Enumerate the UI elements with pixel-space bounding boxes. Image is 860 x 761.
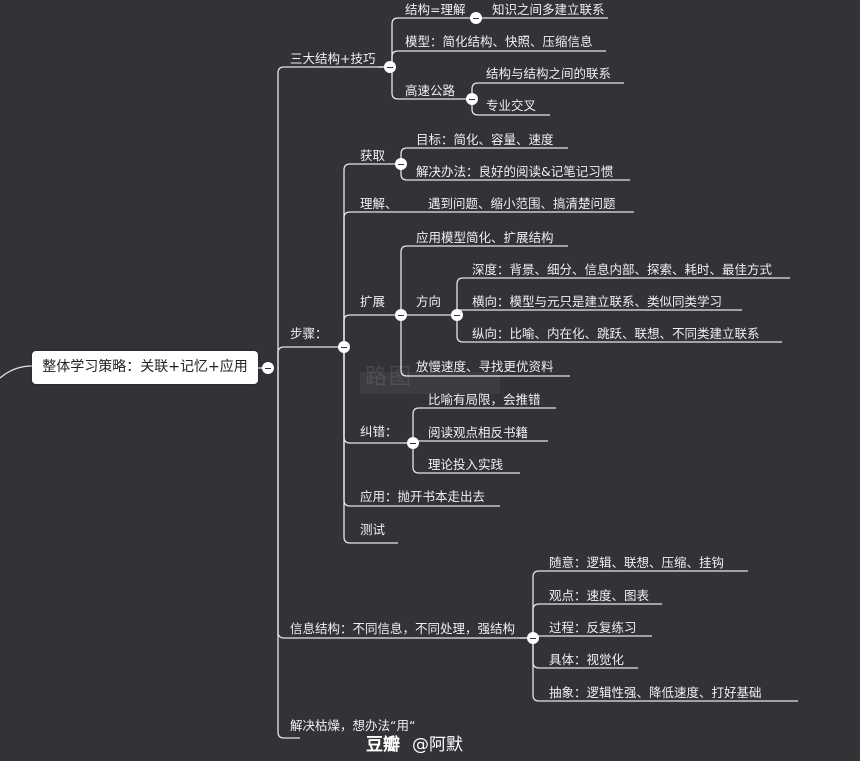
node-highway-child-1[interactable]: 结构与结构之间的联系 <box>486 66 612 81</box>
connector-7 <box>391 17 476 67</box>
collapse-toggle-structure[interactable] <box>470 12 482 24</box>
node-steps[interactable]: 步骤： <box>290 326 328 341</box>
connector-14 <box>343 211 400 347</box>
collapse-toggle-expand[interactable] <box>395 309 407 321</box>
connector-15 <box>343 314 401 347</box>
connector-19 <box>400 147 568 164</box>
node-info-child-3[interactable]: 过程：反复练习 <box>549 620 637 635</box>
connector-22 <box>400 245 568 315</box>
connector-5 <box>277 368 300 739</box>
node-correct-child-2[interactable]: 阅读观点相反书籍 <box>428 425 529 440</box>
node-direction[interactable]: 方向 <box>416 294 442 309</box>
node-highway[interactable]: 高速公路 <box>405 83 456 98</box>
node-acquire-child-2[interactable]: 解决办法：良好的阅读&记笔记习惯 <box>416 164 614 179</box>
collapse-toggle-root[interactable] <box>262 362 274 374</box>
connector-36 <box>532 638 798 702</box>
node-info-structure[interactable]: 信息结构：不同信息，不同处理，强结构 <box>290 621 516 636</box>
watermark-site: 豆瓣 <box>366 735 400 755</box>
connector-0 <box>0 365 33 379</box>
connector-2 <box>277 66 387 368</box>
node-depth[interactable]: 深度：背景、细分、信息内部、探索、耗时、最佳方式 <box>472 262 773 277</box>
connector-3 <box>277 346 346 368</box>
collapse-toggle-info[interactable] <box>527 632 539 644</box>
root-node[interactable]: 整体学习策略：关联+记忆+应用 <box>32 351 258 384</box>
connector-30 <box>412 443 520 474</box>
node-techniques[interactable]: 三大结构+技巧 <box>290 51 376 66</box>
node-info-child-2[interactable]: 观点：速度、图表 <box>549 588 650 603</box>
node-slow-down[interactable]: 放慢速度、寻找更优资料 <box>416 359 554 374</box>
node-structure-understanding[interactable]: 结构=理解 <box>405 2 466 17</box>
collapse-toggle-steps[interactable] <box>338 341 350 353</box>
connector-32 <box>532 570 748 638</box>
node-info-child-5[interactable]: 抽象：逻辑性强、降低速度、打好基础 <box>549 685 762 700</box>
node-info-child-4[interactable]: 具体：视觉化 <box>549 652 625 667</box>
connector-25 <box>456 277 790 315</box>
node-acquire[interactable]: 获取 <box>360 148 386 163</box>
node-expand[interactable]: 扩展 <box>360 294 386 309</box>
connector-27 <box>456 315 782 343</box>
node-acquire-child-1[interactable]: 目标：简化、容量、速度 <box>416 132 554 147</box>
watermark: 豆瓣 @阿默 <box>366 730 463 755</box>
watermark-overlay <box>360 372 500 394</box>
connector-24 <box>400 315 570 377</box>
node-highway-child-2[interactable]: 专业交叉 <box>486 98 537 113</box>
node-test[interactable]: 测试 <box>360 522 386 537</box>
node-boredom[interactable]: 解决枯燥，想办法“用“ <box>290 718 416 733</box>
node-horizontal[interactable]: 横向：模型与元只是建立联系、类似同类学习 <box>472 294 723 309</box>
connector-12 <box>471 99 550 116</box>
node-info-child-1[interactable]: 随意：逻辑、联想、压缩、挂钩 <box>549 555 725 570</box>
collapse-toggle-direction[interactable] <box>451 309 463 321</box>
node-understand[interactable]: 理解、 <box>360 196 398 211</box>
connector-18 <box>343 347 398 544</box>
connector-11 <box>471 82 624 99</box>
node-vertical[interactable]: 纵向：比喻、内在化、跳跃、联想、不同类建立联系 <box>472 326 760 341</box>
connector-8 <box>391 50 606 67</box>
connector-33 <box>532 603 662 638</box>
connector-13 <box>343 163 401 347</box>
collapse-toggle-highway[interactable] <box>466 93 478 105</box>
collapse-toggle-correct[interactable] <box>407 437 419 449</box>
node-correct-child-1[interactable]: 比喻有局限，会推错 <box>428 392 541 407</box>
connector-9 <box>391 67 472 100</box>
collapse-toggle-techniques[interactable] <box>384 61 396 73</box>
node-knowledge-links[interactable]: 知识之间多建立联系 <box>492 2 605 17</box>
collapse-toggle-acquire[interactable] <box>395 158 407 170</box>
connector-20 <box>400 164 630 181</box>
faded-watermark: 路图 <box>365 365 414 390</box>
node-model[interactable]: 模型：简化结构、快照、压缩信息 <box>405 34 593 49</box>
connector-28 <box>412 407 556 443</box>
node-correct-child-3[interactable]: 理论投入实践 <box>428 457 504 472</box>
node-correct[interactable]: 纠错： <box>360 424 398 439</box>
node-understand-child[interactable]: 遇到问题、缩小范围、搞清楚问题 <box>428 196 616 211</box>
watermark-user: @阿默 <box>412 735 463 755</box>
node-model-simplify[interactable]: 应用模型简化、扩展结构 <box>416 230 554 245</box>
node-apply[interactable]: 应用：抛开书本走出去 <box>360 489 486 504</box>
